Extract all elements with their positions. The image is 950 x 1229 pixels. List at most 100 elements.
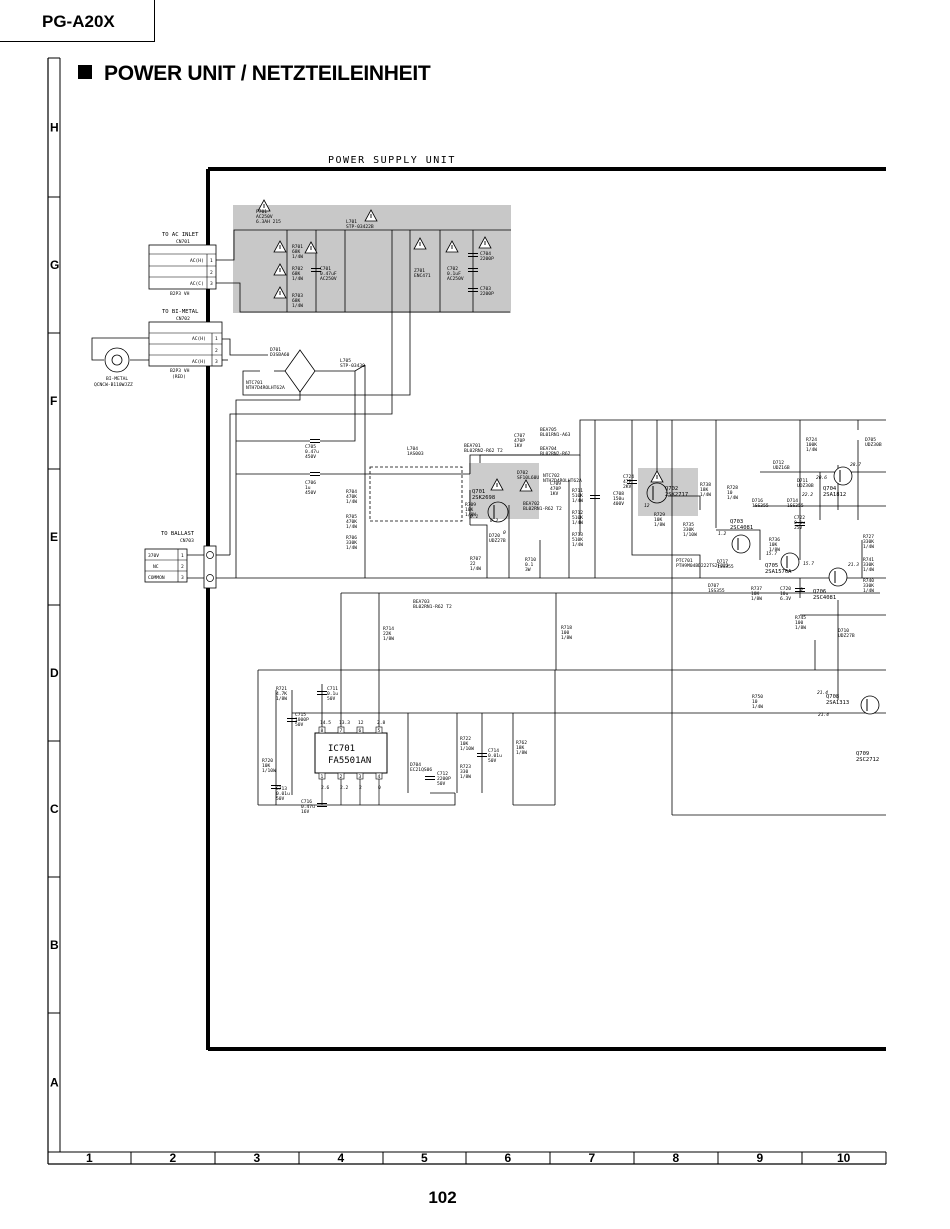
component-value: 1SS355 (752, 503, 769, 509)
component-ref: R735 (683, 522, 694, 528)
component-value: 10K (654, 517, 663, 523)
ic701-pin (356, 726, 364, 734)
component-value: 0.47u (305, 449, 319, 455)
component-ref: D711 (797, 478, 808, 484)
component-value: BL02RN2-R62 (540, 451, 571, 457)
component-value: 6.3V (780, 596, 791, 602)
component-value: AC250V (256, 214, 273, 220)
component-ref: R706 (346, 535, 357, 541)
component-value: 1AS003 (407, 451, 424, 457)
component-value: UDZ27B (489, 538, 506, 544)
component-value: 1/8W (751, 596, 762, 602)
component-ref: C706 (305, 480, 316, 486)
component-ref: C705 (305, 444, 316, 450)
ic701-pin (318, 726, 326, 734)
component-value: BL02RN2-R62 T2 (464, 448, 503, 454)
component-ref: R709 (465, 502, 476, 508)
cn702-connector: TO BI-METAL CN702 AC(H) AC(H) 1 2 3 B2P3… (91, 309, 223, 388)
component-ref: R750 (752, 694, 763, 700)
component-ref: D702 (517, 470, 528, 476)
component-ref: Q701 (472, 489, 485, 495)
row-label: G (50, 258, 59, 272)
component-value: 1/10W (683, 532, 697, 538)
component-value: 1/4W (346, 524, 357, 530)
component-ref: C715 (295, 712, 306, 718)
transistor-symbol (833, 466, 853, 486)
component-value: STP-03422B (346, 224, 374, 230)
column-label: 8 (673, 1151, 680, 1165)
component-ref: D705 (865, 437, 876, 443)
component-ref: Q709 (856, 751, 869, 757)
component-value: 10K (769, 542, 778, 548)
component-value: 1/8W (654, 522, 665, 528)
component-value: EC21QS06 (410, 767, 432, 773)
component-value: 2SK2717 (665, 492, 688, 498)
voltage-reading: 20.6 (816, 475, 827, 481)
component-value: 0.1uF (447, 271, 461, 277)
component-value: 1/4W (292, 303, 303, 309)
component-value: 0.1u (794, 520, 805, 526)
component-ref: C709 (550, 481, 561, 487)
component-ref: C702 (447, 266, 458, 272)
component-value: 0.47u (301, 804, 315, 810)
component-ref: C708 (613, 491, 624, 497)
ic701-pin-voltage: 2.6 (321, 785, 330, 791)
component-value: 1/8W (460, 774, 471, 780)
component-value: 6.3AH 215 (256, 219, 281, 225)
component-value: 330K (683, 527, 694, 533)
component-ref: D701 (270, 347, 281, 353)
transistor-symbol (828, 567, 848, 587)
component-value: 100 (561, 630, 570, 636)
ic701-pin-voltage: 0 (378, 785, 381, 791)
component-value: UDZ16B (773, 465, 790, 471)
cn701-title: TO AC INLET (162, 232, 199, 238)
q702-shaded-area (638, 468, 698, 516)
component-value: 16V (301, 809, 310, 815)
component-ref: F701 (256, 209, 267, 215)
component-value: 10K (751, 591, 760, 597)
cn702-pin1: 1 (215, 336, 218, 342)
component-ref: R724 (806, 437, 817, 443)
component-ref: D717 (717, 559, 728, 565)
component-value: UDZ30B (865, 442, 882, 448)
component-value: 1/4W (470, 566, 481, 572)
transistor-symbol (860, 695, 880, 715)
component-ref: C716 (301, 799, 312, 805)
voltage-labels: 1.215.715.700.200.120.621.422.228.71221.… (470, 462, 861, 718)
component-value: 1/4W (727, 495, 738, 501)
component-value: 22 (470, 561, 476, 567)
component-ref: D710 (838, 628, 849, 634)
component-value: 2200P (437, 776, 451, 782)
voltage-reading: 28.7 (850, 462, 861, 468)
component-ref: R737 (751, 586, 762, 592)
component-value: STP-03430 (340, 363, 365, 369)
ic701-pin-number: 7 (340, 728, 343, 734)
page-title: POWER UNIT / NETZTEILEINHEIT (78, 62, 431, 86)
cn701-type: B2P3 VH (170, 291, 190, 297)
ic701-pin-number: 2 (340, 774, 343, 780)
component-ref: R762 (516, 740, 527, 746)
cn702-pin1-name: AC(H) (192, 336, 206, 342)
component-value: 1/4W (806, 447, 817, 453)
component-ref: R727 (863, 534, 874, 540)
component-ref: C713 (276, 786, 287, 792)
model-tab: PG-A20X (0, 0, 155, 42)
component-value: 10 (752, 699, 758, 705)
component-value: 18K (516, 745, 525, 751)
component-value: 330K (863, 583, 874, 589)
bimetal-part: QCNCW-B110WJZZ (94, 382, 133, 388)
cn703-title: TO BALLAST (161, 531, 195, 537)
component-value: 2SA1576A (765, 569, 792, 575)
ic701-pin (337, 726, 345, 734)
component-value: 1SS355 (787, 503, 804, 509)
component-ref: R712 (572, 510, 583, 516)
component-value: 2200P (480, 256, 494, 262)
component-value: 1/4W (346, 545, 357, 551)
component-value: NTH7D4ROLHT62A (246, 385, 285, 391)
column-label: 7 (589, 1151, 596, 1165)
component-ref: C722 (794, 515, 805, 521)
component-value: 330 (460, 769, 469, 775)
component-value: 470P (514, 438, 525, 444)
component-ref: Q704 (823, 486, 837, 492)
